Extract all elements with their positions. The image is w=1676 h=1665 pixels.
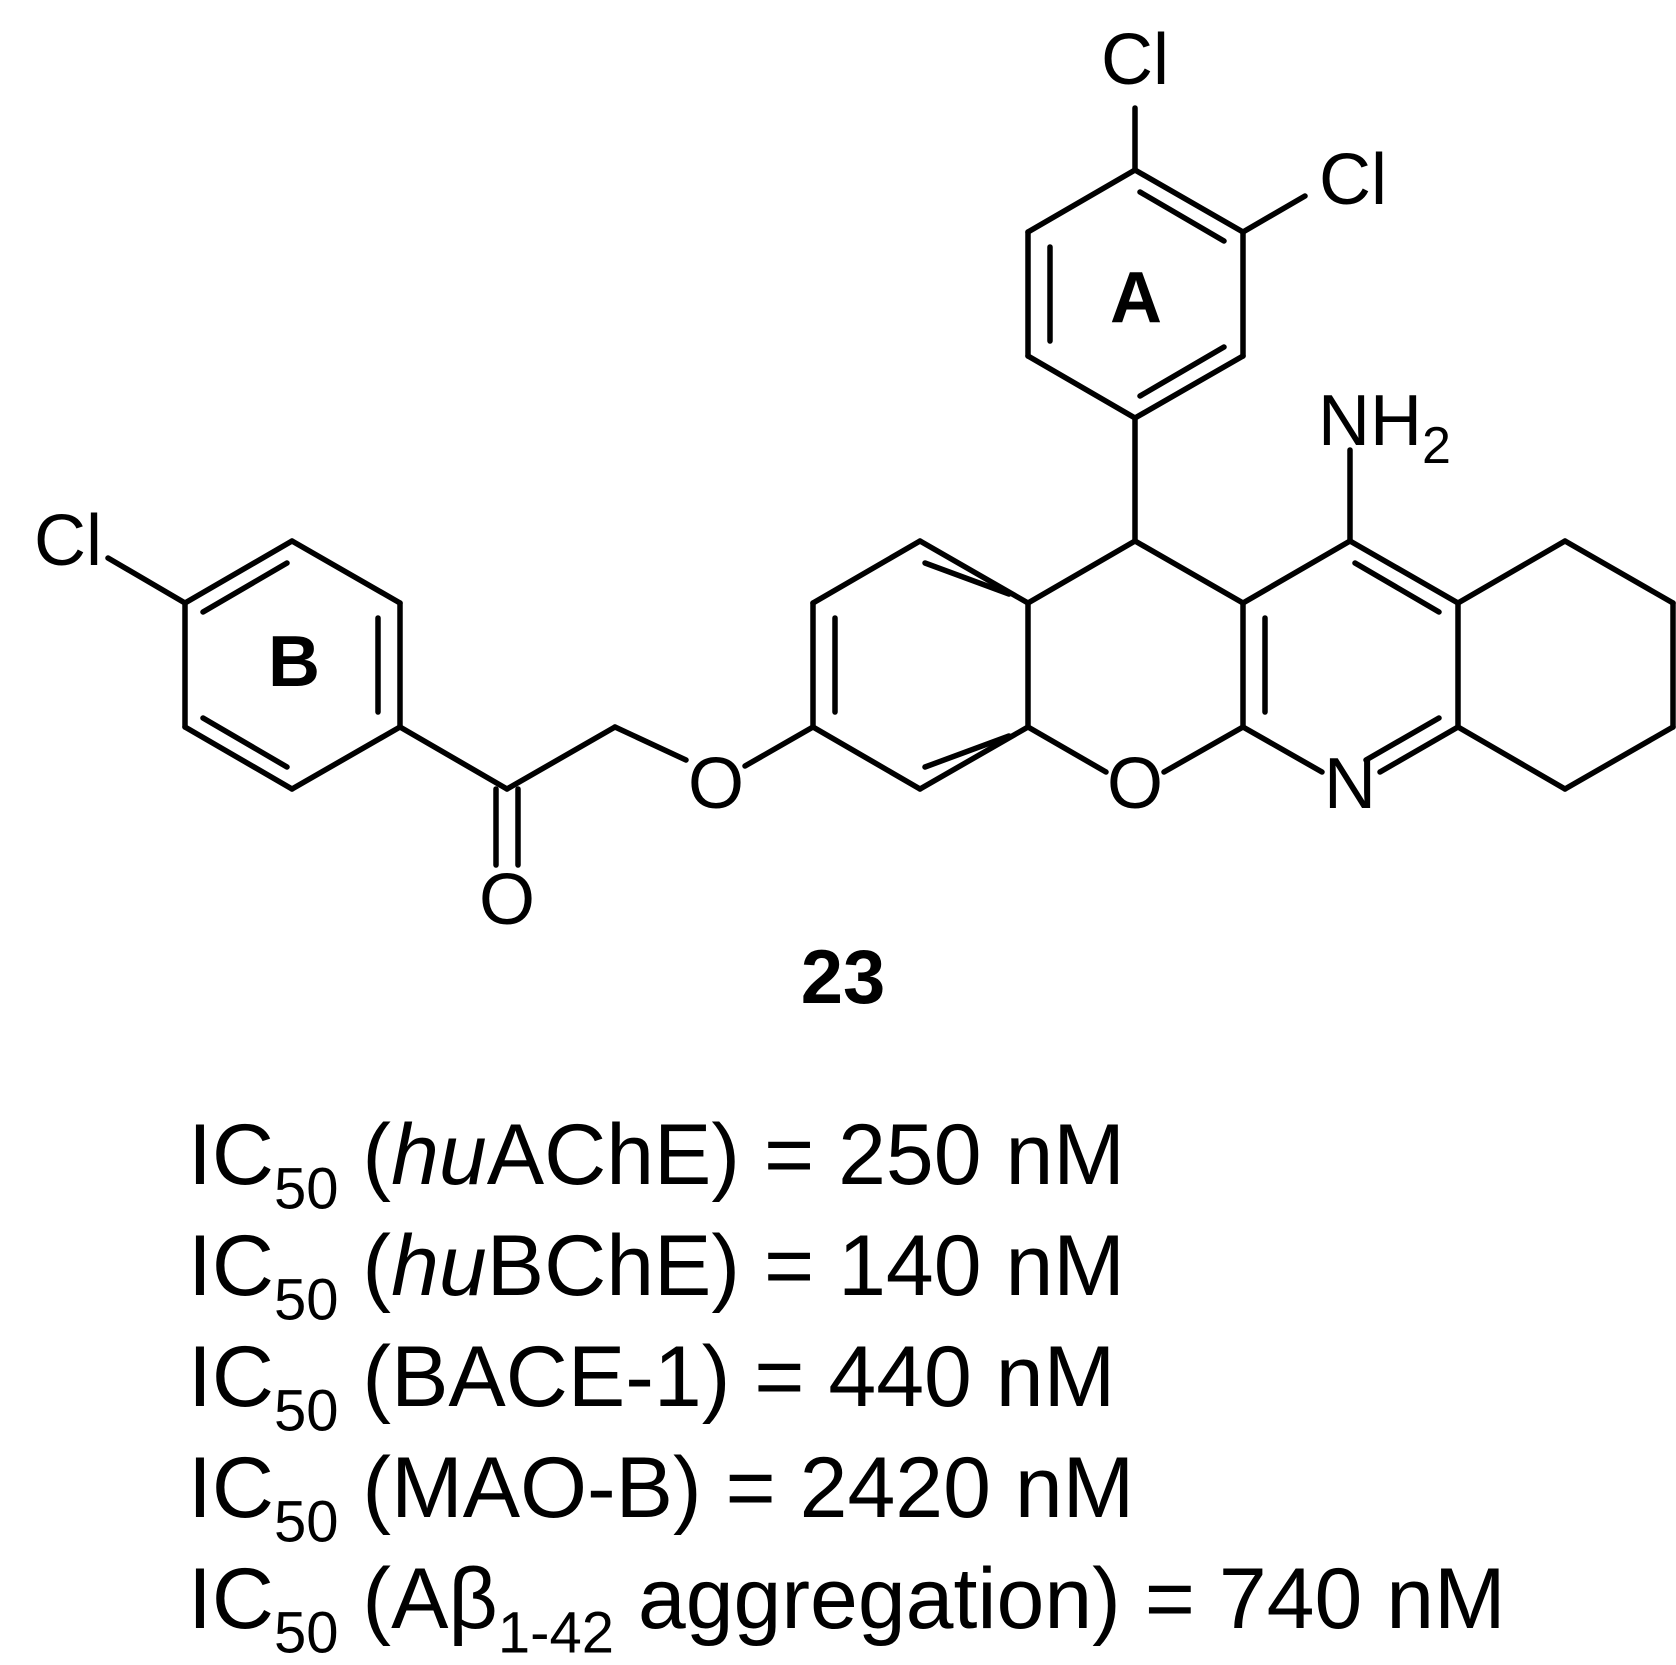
target-name: BACE-1 [391,1329,702,1425]
ic-value: 140 [838,1218,982,1314]
ic-prefix: IC [188,1329,274,1425]
ic-open: ( [338,1107,392,1203]
ic-open: ( [338,1218,392,1314]
ic-subscript: 50 [274,1600,339,1665]
target-subscript: 1-42 [497,1600,614,1665]
ic-close: ) = [1092,1551,1219,1647]
ic-prefix: IC [188,1218,274,1314]
ring-oxygen-label: O [1107,744,1163,824]
ic-open: ( [338,1440,392,1536]
chlorine-top-label: Cl [1101,20,1169,100]
ic-close: ) = [672,1440,800,1536]
ic-subscript: 50 [274,1489,339,1555]
amine-label: NH2 [1318,381,1451,475]
target-prefix-italic: hu [391,1107,487,1203]
target-name: BChE [486,1218,712,1314]
ic-unit: nM [971,1329,1116,1425]
target-name: MAO-B [391,1440,673,1536]
ic50-line: IC50 (huAChE) = 250 nM [188,1100,1588,1218]
ic-subscript: 50 [274,1267,339,1333]
linker-bonds [397,724,816,868]
amine-subscript: 2 [1422,417,1451,475]
ether-oxygen-label: O [688,744,744,824]
ic-subscript: 50 [274,1156,339,1222]
ic-open: ( [338,1551,392,1647]
ic50-line: IC50 (MAO-B) = 2420 nM [188,1433,1588,1551]
benzo-ring-bonds [810,538,1138,792]
ic-unit: nM [981,1107,1125,1203]
ic-value: 250 [838,1107,982,1203]
chlorine-right-label: Cl [1319,140,1387,220]
ic-value: 440 [828,1329,972,1425]
chlorine-left-label: Cl [34,501,102,581]
ic-close: ) = [701,1329,829,1425]
target-name: AChE [486,1107,712,1203]
ic-unit: nM [1362,1551,1506,1647]
ic-value: 740 [1218,1551,1363,1647]
ic-close: ) = [711,1218,839,1314]
ic-unit: nM [990,1440,1135,1536]
ic-prefix: IC [188,1551,274,1647]
ring-b-label: B [268,622,320,702]
compound-number: 23 [801,935,886,1020]
ring-a-label: A [1110,258,1162,338]
ic-unit: nM [981,1218,1125,1314]
pyran-ring-bonds [1025,538,1268,775]
ic50-line: IC50 (BACE-1) = 440 nM [188,1322,1588,1440]
chemical-structure: Cl Cl Cl NH2 O O O N A B 23 [34,20,1676,1020]
ic50-line: IC50 (huBChE) = 140 nM [188,1211,1588,1329]
pyridine-ring-bonds [1240,447,1461,775]
ring-nitrogen-label: N [1324,744,1376,824]
ring-a-bonds [1025,105,1308,544]
target-prefix-italic: hu [391,1218,487,1314]
cyclohexane-ring-bonds [1455,538,1676,792]
carbonyl-oxygen-label: O [479,860,535,940]
ic-prefix: IC [188,1440,274,1536]
amine-nh-text: NH [1318,381,1422,461]
ring-b-bonds [105,538,403,792]
ic-open: ( [338,1329,392,1425]
ic-value: 2420 [799,1440,991,1536]
ic50-line: IC50 (Aβ1-42 aggregation) = 740 nM [188,1544,1588,1662]
ic-prefix: IC [188,1107,274,1203]
ic-close: ) = [711,1107,839,1203]
target-tail: aggregation [613,1551,1093,1647]
ic-subscript: 50 [274,1378,339,1444]
target-name: Aβ [391,1551,498,1647]
